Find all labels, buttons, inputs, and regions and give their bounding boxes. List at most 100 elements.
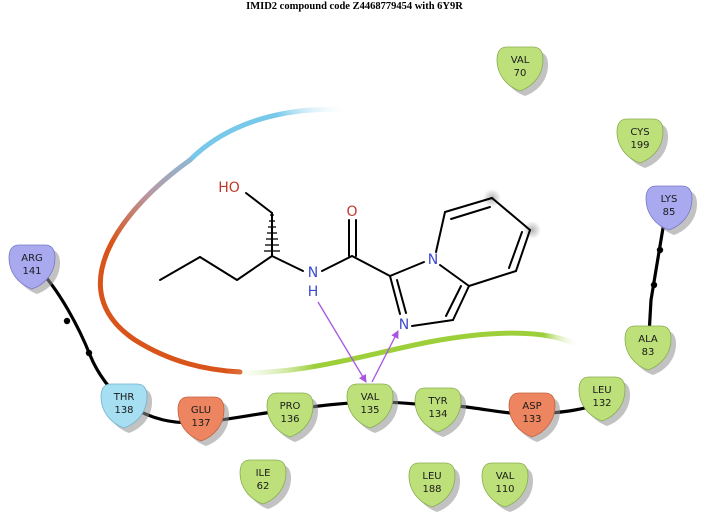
hbond-arrow-val135-to-n <box>371 330 399 383</box>
ligand-bonds <box>159 192 531 327</box>
residue-shape <box>346 383 394 429</box>
residue-number: 188 <box>422 484 441 495</box>
residue-ile62: ILE 62 <box>239 459 291 509</box>
diagram-title: IMID2 compound code Z4468779454 with 6Y9… <box>246 1 463 12</box>
residue-name: LEU <box>422 471 441 482</box>
bond <box>508 231 523 269</box>
residue-shape <box>177 396 225 442</box>
residue-shape <box>408 462 456 508</box>
ligand-structure: HO O N H N N <box>159 180 531 333</box>
residue-shape <box>578 376 626 422</box>
residue-name: ILE <box>256 468 271 479</box>
residue-name: VAL <box>511 55 530 66</box>
bond <box>444 197 493 213</box>
bond <box>452 285 470 321</box>
residue-glu137: GLU 137 <box>177 396 229 446</box>
bond <box>468 270 517 287</box>
residue-name: LYS <box>661 194 678 205</box>
bond <box>389 261 425 277</box>
pocket-outline-bottom <box>222 330 583 376</box>
residue-thr138: THR 138 <box>100 383 152 433</box>
residue-leu132: LEU 132 <box>578 376 630 426</box>
bond <box>450 206 491 220</box>
bond <box>351 255 391 277</box>
residue-number: 133 <box>522 414 541 425</box>
residue-number: 138 <box>114 405 133 416</box>
residue-leu188: LEU 188 <box>408 462 460 512</box>
stereo-hash-bond <box>264 214 280 252</box>
atom-label-amide-hydrogen: H <box>308 284 319 300</box>
bond <box>271 255 304 272</box>
bond <box>389 275 401 315</box>
bond <box>491 197 531 231</box>
residue-name: VAL <box>361 392 380 403</box>
atom-label-bridgehead-nitrogen: N <box>428 252 438 268</box>
solvent-exposure-halo <box>523 221 541 239</box>
backbone-node <box>63 317 71 325</box>
residue-number: 132 <box>592 398 611 409</box>
residue-val135: VAL 135 <box>346 383 398 433</box>
bond <box>199 256 238 281</box>
residue-number: 141 <box>22 266 41 277</box>
bond <box>321 255 353 272</box>
bond <box>236 255 273 281</box>
residue-number: 136 <box>280 414 299 425</box>
residue-name: THR <box>113 392 135 403</box>
residue-val70: VAL 70 <box>496 46 548 96</box>
residue-shape <box>266 392 314 438</box>
residue-shape <box>239 459 287 505</box>
atom-label-ring-nitrogen: N <box>399 317 409 333</box>
residue-shape <box>414 387 462 433</box>
residue-number: 83 <box>642 347 655 358</box>
residue-pro136: PRO 136 <box>266 392 318 442</box>
residue-name: PRO <box>280 401 301 412</box>
residue-shape <box>508 392 556 438</box>
bond <box>445 285 462 317</box>
backbone-node <box>85 349 93 357</box>
residue-name: GLU <box>191 405 211 416</box>
residue-shape <box>645 185 693 231</box>
residue-asp133: ASP 133 <box>508 392 560 442</box>
residue-number: 62 <box>257 481 270 492</box>
residue-shape <box>481 462 529 508</box>
residue-name: CYS <box>630 127 649 138</box>
residue-number: 134 <box>428 409 447 420</box>
residue-name: ASP <box>522 401 541 412</box>
residue-tyr134: TYR 134 <box>414 387 466 437</box>
atom-label-carbonyl-oxygen: O <box>346 204 357 220</box>
residue-number: 135 <box>360 405 379 416</box>
residue-number: 110 <box>495 484 514 495</box>
atom-label-hydroxyl: HO <box>218 180 240 196</box>
residue-val110: VAL 110 <box>481 462 533 512</box>
residue-cys199: CYS 199 <box>616 118 668 168</box>
hydrogen-bonds <box>317 301 399 383</box>
bond <box>396 279 407 314</box>
bond <box>435 211 446 253</box>
residue-shape <box>8 244 56 290</box>
binding-pocket-outline <box>98 106 583 376</box>
hbond-arrow-nh-to-val135 <box>317 301 367 383</box>
residue-name: LEU <box>592 385 611 396</box>
bond <box>411 319 454 327</box>
atom-label-amide-nitrogen: N <box>308 265 318 281</box>
bond <box>245 192 273 214</box>
residue-shape <box>100 383 148 429</box>
residue-number: 137 <box>191 418 210 429</box>
residue-shape <box>616 118 664 164</box>
residue-number: 70 <box>514 68 527 79</box>
backbone-segment <box>647 208 668 337</box>
residue-name: VAL <box>496 471 515 482</box>
pocket-outline-top <box>187 106 353 163</box>
residue-name: TYR <box>427 396 447 407</box>
residue-name: ALA <box>638 334 658 345</box>
residue-ala83: ALA 83 <box>624 325 676 375</box>
bond <box>439 264 470 287</box>
bond <box>515 229 531 272</box>
residue-shape <box>624 325 672 371</box>
residue-number: 199 <box>630 140 649 151</box>
pocket-outline-left <box>98 157 243 375</box>
